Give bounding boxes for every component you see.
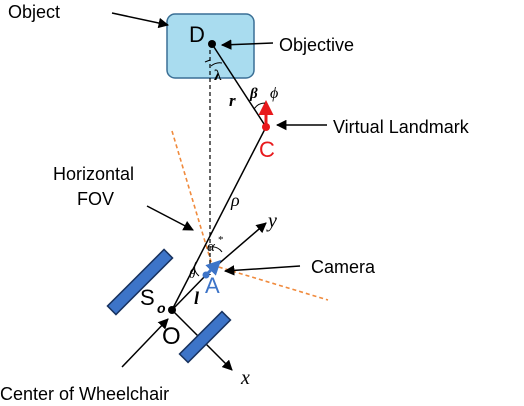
rho-symbol: ρ <box>230 190 240 210</box>
alpha-symbol: α <box>207 239 216 255</box>
point-d-label: D <box>189 22 205 47</box>
object-callout-arrow <box>111 12 170 29</box>
beta-symbol: β <box>249 86 258 102</box>
phi-symbol: ϕ <box>270 85 278 102</box>
fov-left-boundary <box>171 130 213 266</box>
line-d-to-c <box>211 43 267 128</box>
wheel-right <box>178 310 232 364</box>
camera-callout-arrow <box>223 265 301 276</box>
point-c-label: C <box>259 137 275 162</box>
line-o-to-a <box>171 272 209 311</box>
angle-arc-lambda <box>210 62 223 67</box>
y-axis-label: y <box>266 210 277 232</box>
line-c-to-o <box>171 126 267 311</box>
angle-arrow-lambda <box>204 59 211 63</box>
point-s-label: S <box>140 285 155 310</box>
virtual-landmark-label: Virtual Landmark <box>333 117 470 137</box>
alpha-superscript: * <box>218 234 224 246</box>
fov-right-boundary <box>211 264 329 301</box>
center-point <box>168 306 176 314</box>
landmark-point <box>262 123 270 131</box>
fov-label: FOV <box>77 189 114 209</box>
camera-label: Camera <box>311 257 376 277</box>
objective-point <box>208 40 216 48</box>
objective-callout-arrow <box>220 39 274 50</box>
x-axis-label: x <box>240 367 250 389</box>
wheel-left <box>106 248 174 316</box>
camera-point <box>202 271 210 279</box>
angle-arc-alpha <box>209 246 223 253</box>
theta-symbol: θ <box>189 266 196 281</box>
object-label: Object <box>8 2 60 22</box>
center-of-wheelchair-label: Center of Wheelchair <box>0 384 169 404</box>
lambda-symbol: λ <box>214 68 222 84</box>
angle-arc-o <box>194 261 200 277</box>
point-s-subscript: o <box>157 300 166 316</box>
angle-arc-beta <box>253 102 266 110</box>
objective-label: Objective <box>279 35 354 55</box>
fov-callout-arrow <box>146 205 194 231</box>
l-symbol: l <box>194 288 199 308</box>
center-callout-arrow <box>121 318 169 368</box>
point-a-label: A <box>205 273 220 298</box>
point-o-label: O <box>162 323 181 350</box>
r-symbol: r <box>229 91 236 110</box>
horizontal-label: Horizontal <box>53 164 134 184</box>
